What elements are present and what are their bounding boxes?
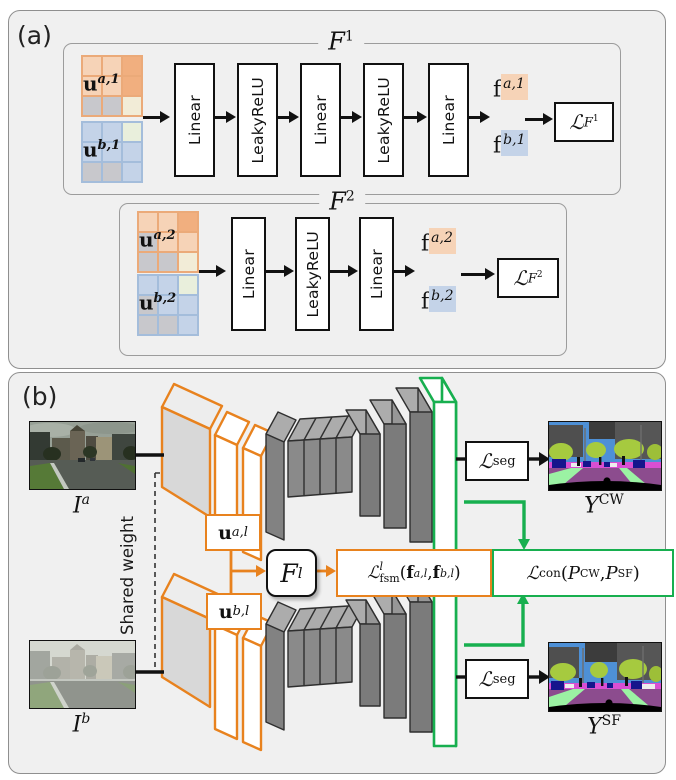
arrow xyxy=(264,265,294,277)
input-image-b-label: Ib xyxy=(72,711,91,738)
grid-cell xyxy=(83,143,101,161)
arrow xyxy=(525,113,553,125)
f1-title: F1 xyxy=(318,27,364,56)
layer-linear-2: Linear xyxy=(300,63,341,177)
grid-cell xyxy=(103,123,121,141)
street-photo-foggy xyxy=(30,641,135,708)
arrow xyxy=(402,111,427,123)
grid-cell xyxy=(139,296,157,314)
layer-leakyrelu-f2: LeakyReLU xyxy=(295,217,330,331)
segmentation-output-sf-label: YSF xyxy=(587,713,621,740)
grid-cell xyxy=(83,123,101,141)
ub2-label: ub,2 xyxy=(139,290,177,315)
ub1-label: ub,1 xyxy=(83,137,121,162)
grid-cell xyxy=(179,316,197,334)
grid-cell xyxy=(83,57,101,75)
grid-cell xyxy=(139,316,157,334)
grid-cell xyxy=(83,97,101,115)
layer-leakyrelu-2: LeakyReLU xyxy=(363,63,404,177)
grid-cell xyxy=(139,213,157,231)
grid-cell xyxy=(159,296,177,314)
grid-cell xyxy=(139,253,157,271)
grid-cell xyxy=(83,163,101,181)
grid-cell xyxy=(179,276,197,294)
arrow xyxy=(461,268,495,280)
input-image-a xyxy=(29,421,136,490)
f2-title: F2 xyxy=(319,187,365,216)
segmentation-map-cw xyxy=(549,422,661,490)
shared-weight-label: Shared weight xyxy=(118,516,137,635)
grid-cell xyxy=(159,276,177,294)
grid-cell xyxy=(123,123,141,141)
arrow xyxy=(199,265,226,277)
layer-linear-f2-2: Linear xyxy=(359,217,394,331)
segmentation-output-cw-label: YCW xyxy=(584,492,624,519)
grid-cell xyxy=(123,57,141,75)
layer-linear-1: Linear xyxy=(174,63,215,177)
arrow xyxy=(276,111,299,123)
grid-cell xyxy=(123,143,141,161)
grid-cell xyxy=(159,316,177,334)
grid-cell xyxy=(123,97,141,115)
panel-a-label: (a) xyxy=(17,21,52,50)
arrow xyxy=(392,265,415,277)
arrow xyxy=(339,111,362,123)
grid-cell xyxy=(83,77,101,95)
layer-leakyrelu-1: LeakyReLU xyxy=(237,63,278,177)
segmentation-output-sf xyxy=(548,642,662,712)
grid-cell xyxy=(139,276,157,294)
arrow xyxy=(328,265,358,277)
panel-b-label: (b) xyxy=(22,382,58,411)
segmentation-output-cw xyxy=(548,421,662,491)
ua1-label: ua,1 xyxy=(83,71,120,96)
grid-cell xyxy=(103,77,121,95)
grid-cell xyxy=(159,253,177,271)
grid-cell xyxy=(179,253,197,271)
grid-cell xyxy=(103,97,121,115)
grid-cell xyxy=(179,213,197,231)
grid-cell xyxy=(179,296,197,314)
arrow xyxy=(143,111,170,123)
feature-grid-ub2 xyxy=(137,274,199,336)
grid-cell xyxy=(139,233,157,251)
grid-cell xyxy=(159,213,177,231)
layer-linear-3: Linear xyxy=(428,63,469,177)
arrow xyxy=(467,111,490,123)
segmentation-map-sf xyxy=(549,643,661,711)
grid-cell xyxy=(103,57,121,75)
panel-a: (a) F1 ua,1 ub,1 Linear LeakyReLU Linear… xyxy=(8,10,666,369)
grid-cell xyxy=(159,233,177,251)
layer-linear-f2-1: Linear xyxy=(231,217,266,331)
feature-grid-ub1 xyxy=(81,121,143,183)
feature-grid-ua2 xyxy=(137,211,199,273)
feature-grid-ua1 xyxy=(81,55,143,117)
street-photo-clear xyxy=(30,422,135,489)
grid-cell xyxy=(179,233,197,251)
input-image-b xyxy=(29,640,136,709)
input-image-a-label: Ia xyxy=(72,492,91,519)
grid-cell xyxy=(103,143,121,161)
grid-cell xyxy=(123,163,141,181)
arrow xyxy=(213,111,236,123)
ua2-label: ua,2 xyxy=(139,227,176,252)
grid-cell xyxy=(103,163,121,181)
grid-cell xyxy=(123,77,141,95)
